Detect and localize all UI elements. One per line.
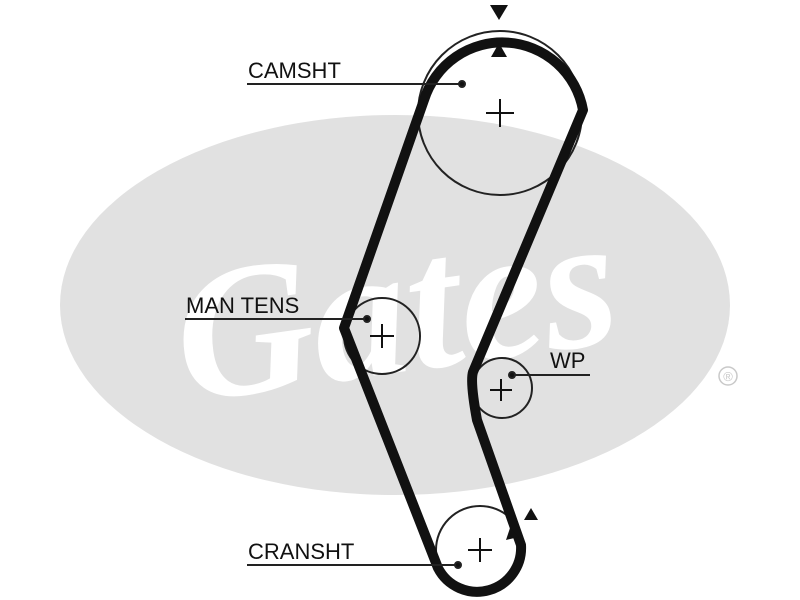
crankshaft-label: CRANSHT: [248, 539, 354, 564]
center-cross-icon: [370, 324, 394, 348]
center-crosses: [370, 99, 514, 562]
pointer-dot-icon: [508, 371, 516, 379]
timing-mark-triangle-icon: [490, 5, 508, 20]
registered-mark: ®: [723, 369, 733, 384]
timing-mark-triangle-icon: [491, 43, 507, 57]
pointer-dot-icon: [454, 561, 462, 569]
gates-watermark-logo: Gates ®: [60, 115, 738, 495]
timing-mark-triangle-icon: [524, 508, 538, 520]
man-tens-label: MAN TENS: [186, 293, 299, 318]
water-pump-label: WP: [550, 348, 585, 373]
timing-belt: [339, 37, 588, 597]
timing-marks: [490, 5, 538, 540]
center-cross-icon: [468, 538, 492, 562]
center-cross-icon: [490, 379, 512, 401]
center-cross-icon: [486, 99, 514, 127]
registered-mark-ring: [718, 366, 738, 386]
pointer-dot-icon: [363, 315, 371, 323]
camshaft-label: CAMSHT: [248, 58, 341, 83]
timing-mark-triangle-icon: [506, 528, 519, 540]
leader-lines: [185, 80, 590, 569]
pointer-dot-icon: [458, 80, 466, 88]
watermark-ellipse: [60, 115, 730, 495]
